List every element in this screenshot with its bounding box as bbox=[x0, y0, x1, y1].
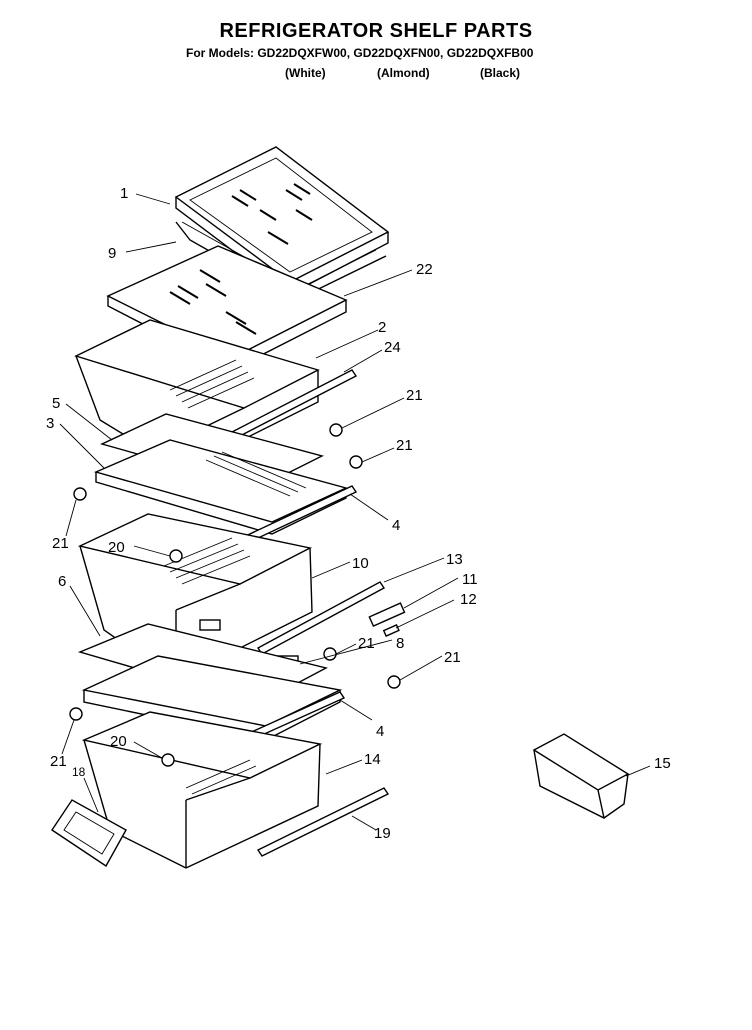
part-21-screw-d[interactable] bbox=[323, 647, 337, 661]
part-14-pan[interactable] bbox=[81, 711, 323, 869]
callout-15: 15 bbox=[654, 755, 671, 772]
color-white-label: (White) bbox=[285, 66, 326, 80]
callout-24: 24 bbox=[384, 339, 401, 356]
part-18-bag[interactable] bbox=[51, 799, 127, 868]
part-6-crisper-cover[interactable] bbox=[77, 623, 343, 741]
callout-4: 4 bbox=[376, 723, 384, 740]
part-11-humidity-control[interactable] bbox=[368, 602, 406, 627]
callout-12: 12 bbox=[460, 591, 477, 608]
callout-8: 8 bbox=[396, 635, 404, 652]
callout-9: 9 bbox=[108, 245, 116, 262]
leader-lines bbox=[59, 193, 651, 831]
callout-5: 5 bbox=[52, 395, 60, 412]
callout-2: 2 bbox=[378, 319, 386, 336]
callout-21: 21 bbox=[52, 535, 69, 552]
part-20-stud-a[interactable] bbox=[169, 549, 183, 563]
part-1-glass-shelf[interactable] bbox=[174, 146, 390, 295]
part-21-screw-e[interactable] bbox=[387, 675, 401, 689]
callout-10: 10 bbox=[352, 555, 369, 572]
callout-20: 20 bbox=[110, 733, 127, 750]
callout-6: 6 bbox=[58, 573, 66, 590]
callout-21: 21 bbox=[406, 387, 423, 404]
color-almond-label: (Almond) bbox=[377, 66, 430, 80]
callout-21: 21 bbox=[358, 635, 375, 652]
callout-21: 21 bbox=[444, 649, 461, 666]
callout-20: 20 bbox=[108, 539, 125, 556]
callout-21: 21 bbox=[50, 753, 67, 770]
part-21-screw-c[interactable] bbox=[73, 487, 87, 501]
callout-labels: 1 9 22 2 24 21 5 3 21 4 21 20 10 13 11 1… bbox=[46, 185, 671, 842]
callout-22: 22 bbox=[416, 261, 433, 278]
callout-1: 1 bbox=[120, 185, 128, 202]
callout-13: 13 bbox=[446, 551, 463, 568]
callout-4: 4 bbox=[392, 517, 400, 534]
callout-21: 21 bbox=[396, 437, 413, 454]
callout-3: 3 bbox=[46, 415, 54, 432]
page-title: REFRIGERATOR SHELF PARTS bbox=[219, 20, 533, 42]
part-20-stud-b[interactable] bbox=[161, 753, 175, 767]
callout-19: 19 bbox=[374, 825, 391, 842]
color-black-label: (Black) bbox=[480, 66, 521, 80]
part-3-cover-frame[interactable] bbox=[93, 439, 349, 535]
callout-18: 18 bbox=[72, 765, 86, 779]
part-21-screw-f[interactable] bbox=[69, 707, 83, 721]
part-21-screw-a[interactable] bbox=[329, 423, 343, 437]
callout-11: 11 bbox=[462, 571, 478, 588]
models-line: For Models: GD22DQXFW00, GD22DQXFN00, GD… bbox=[186, 46, 534, 60]
part-15-bin[interactable] bbox=[532, 733, 630, 819]
callout-14: 14 bbox=[364, 751, 381, 768]
part-19-trim-strip[interactable] bbox=[256, 787, 390, 857]
part-21-screw-b[interactable] bbox=[349, 455, 363, 469]
